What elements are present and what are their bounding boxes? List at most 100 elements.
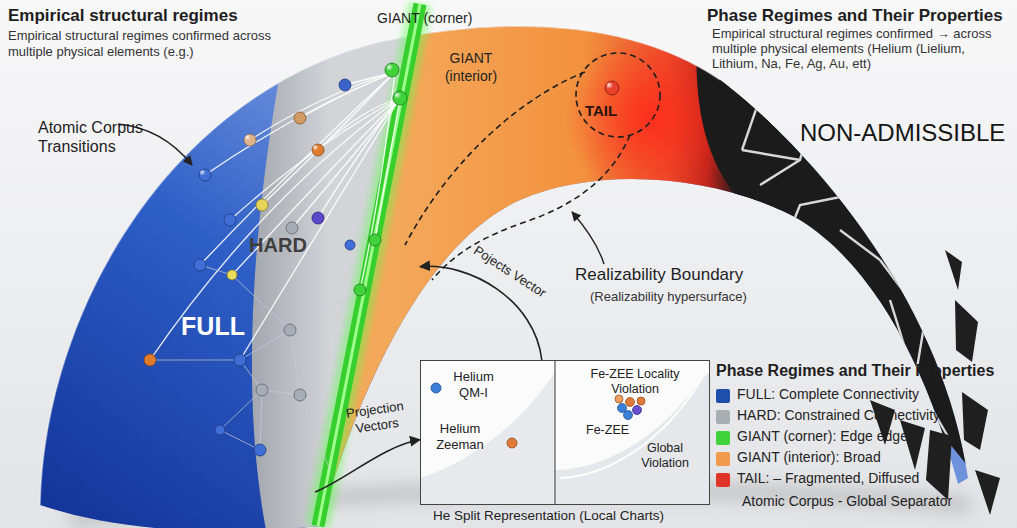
node-text: Helium Zeeman <box>424 421 496 452</box>
legend-text: TAIL: – Fragmented, Diffused <box>737 470 919 486</box>
fracture-lines <box>850 140 905 232</box>
corpus-spheres <box>369 234 381 246</box>
regime-node: Helium QM-I Helium Zeeman <box>421 361 556 506</box>
realizability-boundary <box>405 72 630 280</box>
corpus-spheres <box>144 354 156 366</box>
inset-panel <box>624 411 633 420</box>
regime-node: GIANT (interior) <box>425 50 517 90</box>
corpus-spheres <box>200 170 206 176</box>
corpus-links <box>360 72 395 290</box>
regime-node: Fe-ZEE Locality ViolationFe-ZEE Global Vi… <box>556 361 711 506</box>
corpus-spheres <box>256 199 268 211</box>
node-text: Fe-ZEE <box>586 423 629 437</box>
corpus-spheres <box>284 324 296 336</box>
annotation-text: Empirical structural regimes confirmed →… <box>712 27 1012 72</box>
edge-label: Pojects Vector <box>456 233 565 311</box>
fragment-shards <box>926 430 952 500</box>
corpus-spheres <box>215 425 225 435</box>
fragment-shards <box>975 470 1000 515</box>
node-text: Global Violation <box>634 441 696 471</box>
corpus-network <box>220 390 262 450</box>
legend-swatch <box>716 389 730 403</box>
fracture-lines <box>712 60 760 150</box>
legend-swatch <box>716 452 730 466</box>
legend-text: GIANT (corner): Edge edge <box>737 428 908 444</box>
legend-swatch <box>716 431 730 445</box>
corpus-spheres <box>339 79 351 91</box>
corpus-spheres <box>345 240 355 250</box>
fracture-lines <box>905 232 945 300</box>
fracture-lines <box>840 230 880 260</box>
annotation-text: Realizability Boundary <box>575 265 743 285</box>
inset-panel <box>420 360 710 505</box>
corpus-spheres <box>286 222 298 234</box>
fracture-lines <box>790 195 850 230</box>
corpus-network <box>300 395 330 470</box>
annotation-text: Empirical structural regimes confirmed a… <box>8 28 280 61</box>
node-text: GIANT (interior) <box>425 50 517 85</box>
corpus-spheres <box>224 214 236 226</box>
annotation-text: Phase Regimes and Their Properties <box>707 6 1003 26</box>
corpus-spheres <box>244 134 256 146</box>
dashed-outline <box>576 53 660 137</box>
annotation-text: (Realizability hypersurface) <box>590 289 747 304</box>
corpus-spheres <box>607 83 614 90</box>
legend-swatch <box>716 410 730 424</box>
node-text: Fe-ZEE Locality Violation <box>576 367 694 397</box>
realizability-boundary <box>432 135 630 280</box>
corpus-spheres <box>256 384 268 396</box>
regime-node: He Split Representation (Local Charts)He… <box>420 360 710 505</box>
annotation-text: Phase Regimes and Their Properties <box>716 362 994 380</box>
corpus-spheres <box>312 212 324 224</box>
regime-node: NON-ADMISSIBLE <box>800 119 990 149</box>
corpus-links <box>150 72 400 360</box>
fracture-lines <box>742 150 800 160</box>
corpus-spheres <box>387 65 394 72</box>
fragment-shards <box>962 392 988 450</box>
annotation-text: Empirical structural regimes <box>8 6 238 26</box>
legend-text: HARD: Constrained Connectivity <box>737 407 940 423</box>
node-text: FULL <box>168 312 258 341</box>
inset-panel <box>637 397 645 405</box>
dashed-outline <box>575 52 661 138</box>
regime-circle: TAIL <box>575 52 661 138</box>
corpus-spheres <box>313 145 319 151</box>
inset-panel <box>554 360 555 505</box>
phase-surface <box>696 0 1017 528</box>
realizability-boundary <box>405 72 585 245</box>
legend-text: GIANT (interior): Broad <box>737 449 881 465</box>
corpus-links <box>375 98 400 240</box>
edge-label: Projection Vectors <box>338 397 414 438</box>
inset-panel <box>420 360 710 505</box>
corpus-links <box>240 98 400 360</box>
inset-panel <box>626 398 635 407</box>
legend-swatch <box>716 473 730 487</box>
corpus-links <box>200 72 395 265</box>
corpus-spheres <box>227 270 237 280</box>
corpus-links <box>150 98 400 360</box>
corpus-spheres <box>245 135 251 141</box>
corpus-links <box>300 72 395 118</box>
corpus-spheres <box>194 259 206 271</box>
corpus-network <box>290 290 360 330</box>
node-text: Helium QM-I <box>446 369 501 400</box>
annotation-text: Atomic Corpus Transitions <box>38 118 156 156</box>
leader-arrows <box>118 124 604 264</box>
regime-node: GIANT (corner) <box>315 35 420 528</box>
node-text: He Split Representation (Local Charts) <box>433 508 664 523</box>
corpus-spheres <box>234 354 246 366</box>
node-text: NON-ADMISSIBLE <box>800 119 1005 147</box>
corpus-network <box>150 265 360 470</box>
corpus-spheres <box>199 169 211 181</box>
fragment-shards <box>900 420 925 470</box>
inset-panel <box>615 395 623 403</box>
projection-arrow <box>420 266 542 360</box>
corpus-spheres <box>294 112 306 124</box>
inset-panel <box>431 383 441 393</box>
fragment-shards <box>955 300 978 362</box>
regime-node: HARD <box>240 232 316 262</box>
